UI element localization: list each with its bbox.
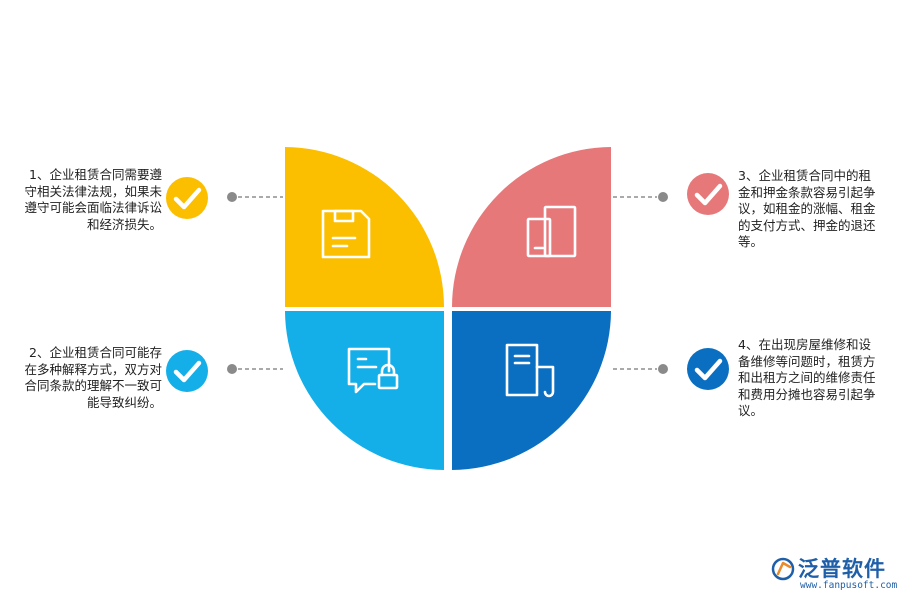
item-4-line: 备维修等问题时，租赁方 (738, 353, 876, 369)
item-1-line: 遵守可能会面临法律诉讼 (24, 200, 162, 215)
devices-icon (526, 205, 577, 258)
item-3-text: 3、企业租赁合同中的租 金和押金条款容易引起争 议，如租金的涨幅、租金 的支付方… (738, 168, 898, 251)
logo-url: www.fanpusoft.com (800, 580, 898, 591)
item-1-line: 守相关法律法规，如果未 (24, 183, 162, 199)
check-icon-2 (166, 350, 208, 392)
connectors (227, 192, 668, 374)
item-1-line: 1、企业租赁合同需要遵 (29, 167, 162, 182)
logo: 泛普软件 www.fanpusoft.com (770, 552, 898, 596)
petal-top-right (452, 147, 611, 307)
check-icon-4 (687, 348, 729, 390)
petal-bottom-right (452, 311, 611, 470)
item-3-line: 金和押金条款容易引起争 (738, 184, 876, 200)
petal-top-left (285, 147, 444, 307)
logo-mark-icon (771, 557, 795, 581)
item-2-line: 在多种解释方式，双方对 (24, 361, 162, 377)
item-4-line: 4、在出现房屋维修和设 (738, 337, 871, 352)
check-icon-3 (687, 173, 729, 215)
locked-message-icon (347, 347, 399, 394)
file-icon (505, 343, 555, 398)
item-1-text: 1、企业租赁合同需要遵 守相关法律法规，如果未 遵守可能会面临法律诉讼 和经济损… (0, 167, 162, 233)
item-2-line: 合同条款的理解不一致可 (24, 378, 162, 393)
save-document-icon (321, 209, 371, 259)
logo-name: 泛普软件 (798, 557, 886, 581)
item-3-line: 的支付方式、押金的退还 (738, 217, 876, 233)
check-icon-1 (166, 177, 208, 219)
petal-bottom-left (285, 311, 444, 470)
item-4-line: 和出租方之间的维修责任 (738, 370, 876, 385)
item-3-line: 3、企业租赁合同中的租 (738, 168, 871, 183)
item-1-line: 和经济损失。 (86, 216, 162, 232)
item-4-text: 4、在出现房屋维修和设 备维修等问题时，租赁方 和出租方之间的维修责任 和费用分… (738, 337, 898, 420)
item-4-line: 和费用分摊也容易引起争 (738, 386, 876, 402)
item-2-text: 2、企业租赁合同可能存 在多种解释方式，双方对 合同条款的理解不一致可 能导致纠… (0, 345, 162, 411)
item-3-line: 等。 (738, 234, 764, 249)
item-2-line: 能导致纠纷。 (86, 394, 162, 410)
item-2-line: 2、企业租赁合同可能存 (29, 345, 162, 360)
item-3-line: 议，如租金的涨幅、租金 (738, 201, 876, 216)
item-4-line: 议。 (738, 403, 764, 418)
